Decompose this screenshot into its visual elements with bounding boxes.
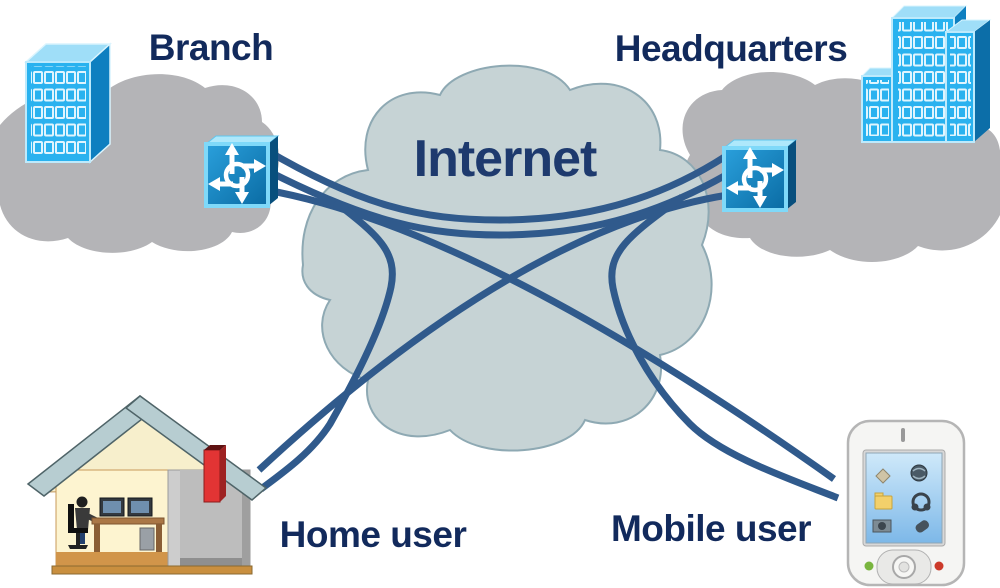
- end-button: [934, 561, 944, 571]
- branch-hq-tunnel-line-upper: [264, 146, 728, 224]
- mobile-phone-icon: [846, 419, 966, 587]
- vpn-connections: [256, 146, 840, 502]
- branch-label: Branch: [149, 27, 273, 68]
- chimney: [203, 445, 226, 503]
- phone-speaker: [901, 428, 905, 442]
- internet-cloud: [301, 64, 713, 452]
- headquarters-buildings-icon: [860, 5, 992, 143]
- internet-label: Internet: [414, 130, 597, 188]
- mobile-hook-line: [608, 194, 840, 502]
- mobile-user-label: Mobile user: [611, 508, 811, 549]
- home-hook-line: [258, 199, 396, 492]
- headquarters-label: Headquarters: [615, 28, 848, 69]
- branch-router-icon: [206, 136, 278, 206]
- headquarters-router-icon: [724, 140, 796, 210]
- home-user-label: Home user: [280, 514, 467, 555]
- hq-right-tower: [944, 19, 992, 143]
- branch-office-building-icon: [24, 42, 112, 164]
- branch-to-mobile-line: [265, 186, 837, 482]
- person-at-desk: [68, 496, 165, 552]
- call-button: [864, 561, 874, 571]
- phone-dpad: [864, 549, 944, 585]
- home-house-icon: [26, 395, 268, 575]
